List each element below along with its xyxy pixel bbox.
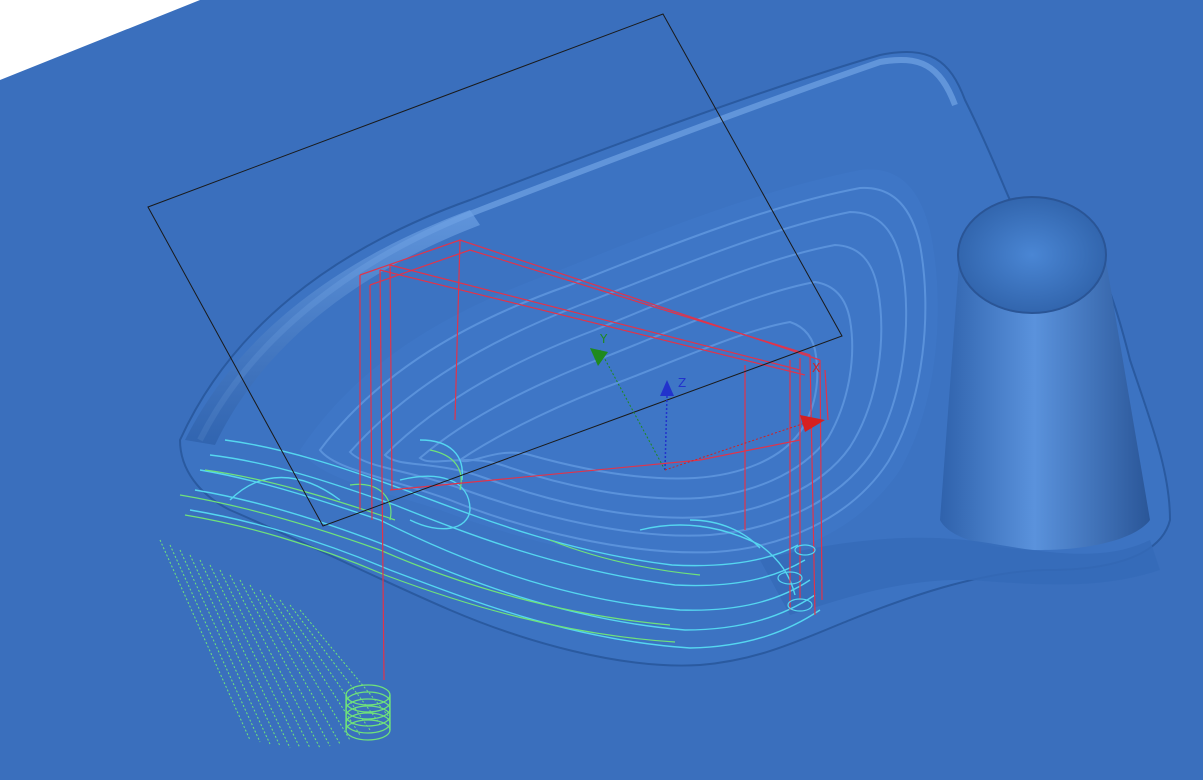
triad-z-label: Z [678, 376, 686, 390]
work-plane-frame [147, 13, 843, 527]
pocket-floor [300, 169, 938, 566]
toolpath-link-loops [777, 544, 816, 612]
triad-y-axis-line [599, 349, 666, 471]
toolpath-rapid-moves [359, 239, 829, 681]
triad-y-cone [590, 348, 608, 366]
lower-flange [760, 537, 1160, 615]
triad-x-label: X [812, 361, 820, 375]
coordinate-triad: Y Z X [590, 332, 825, 471]
triad-x-axis-line [664, 421, 809, 471]
triad-x-cone [800, 415, 825, 432]
triad-z-axis-line [664, 394, 668, 471]
triad-y-label: Y [599, 332, 608, 346]
helix-entry-coil [345, 684, 391, 741]
toolpath-rough-green [179, 449, 701, 643]
toolpath-finish-cyan [189, 439, 821, 649]
triad-z-cone [660, 380, 674, 396]
toolpath-entry-lines [159, 539, 391, 749]
cylinder-boss [940, 196, 1150, 550]
pocket-contour-bands [318, 186, 927, 554]
pocket-left-wall [185, 210, 480, 445]
